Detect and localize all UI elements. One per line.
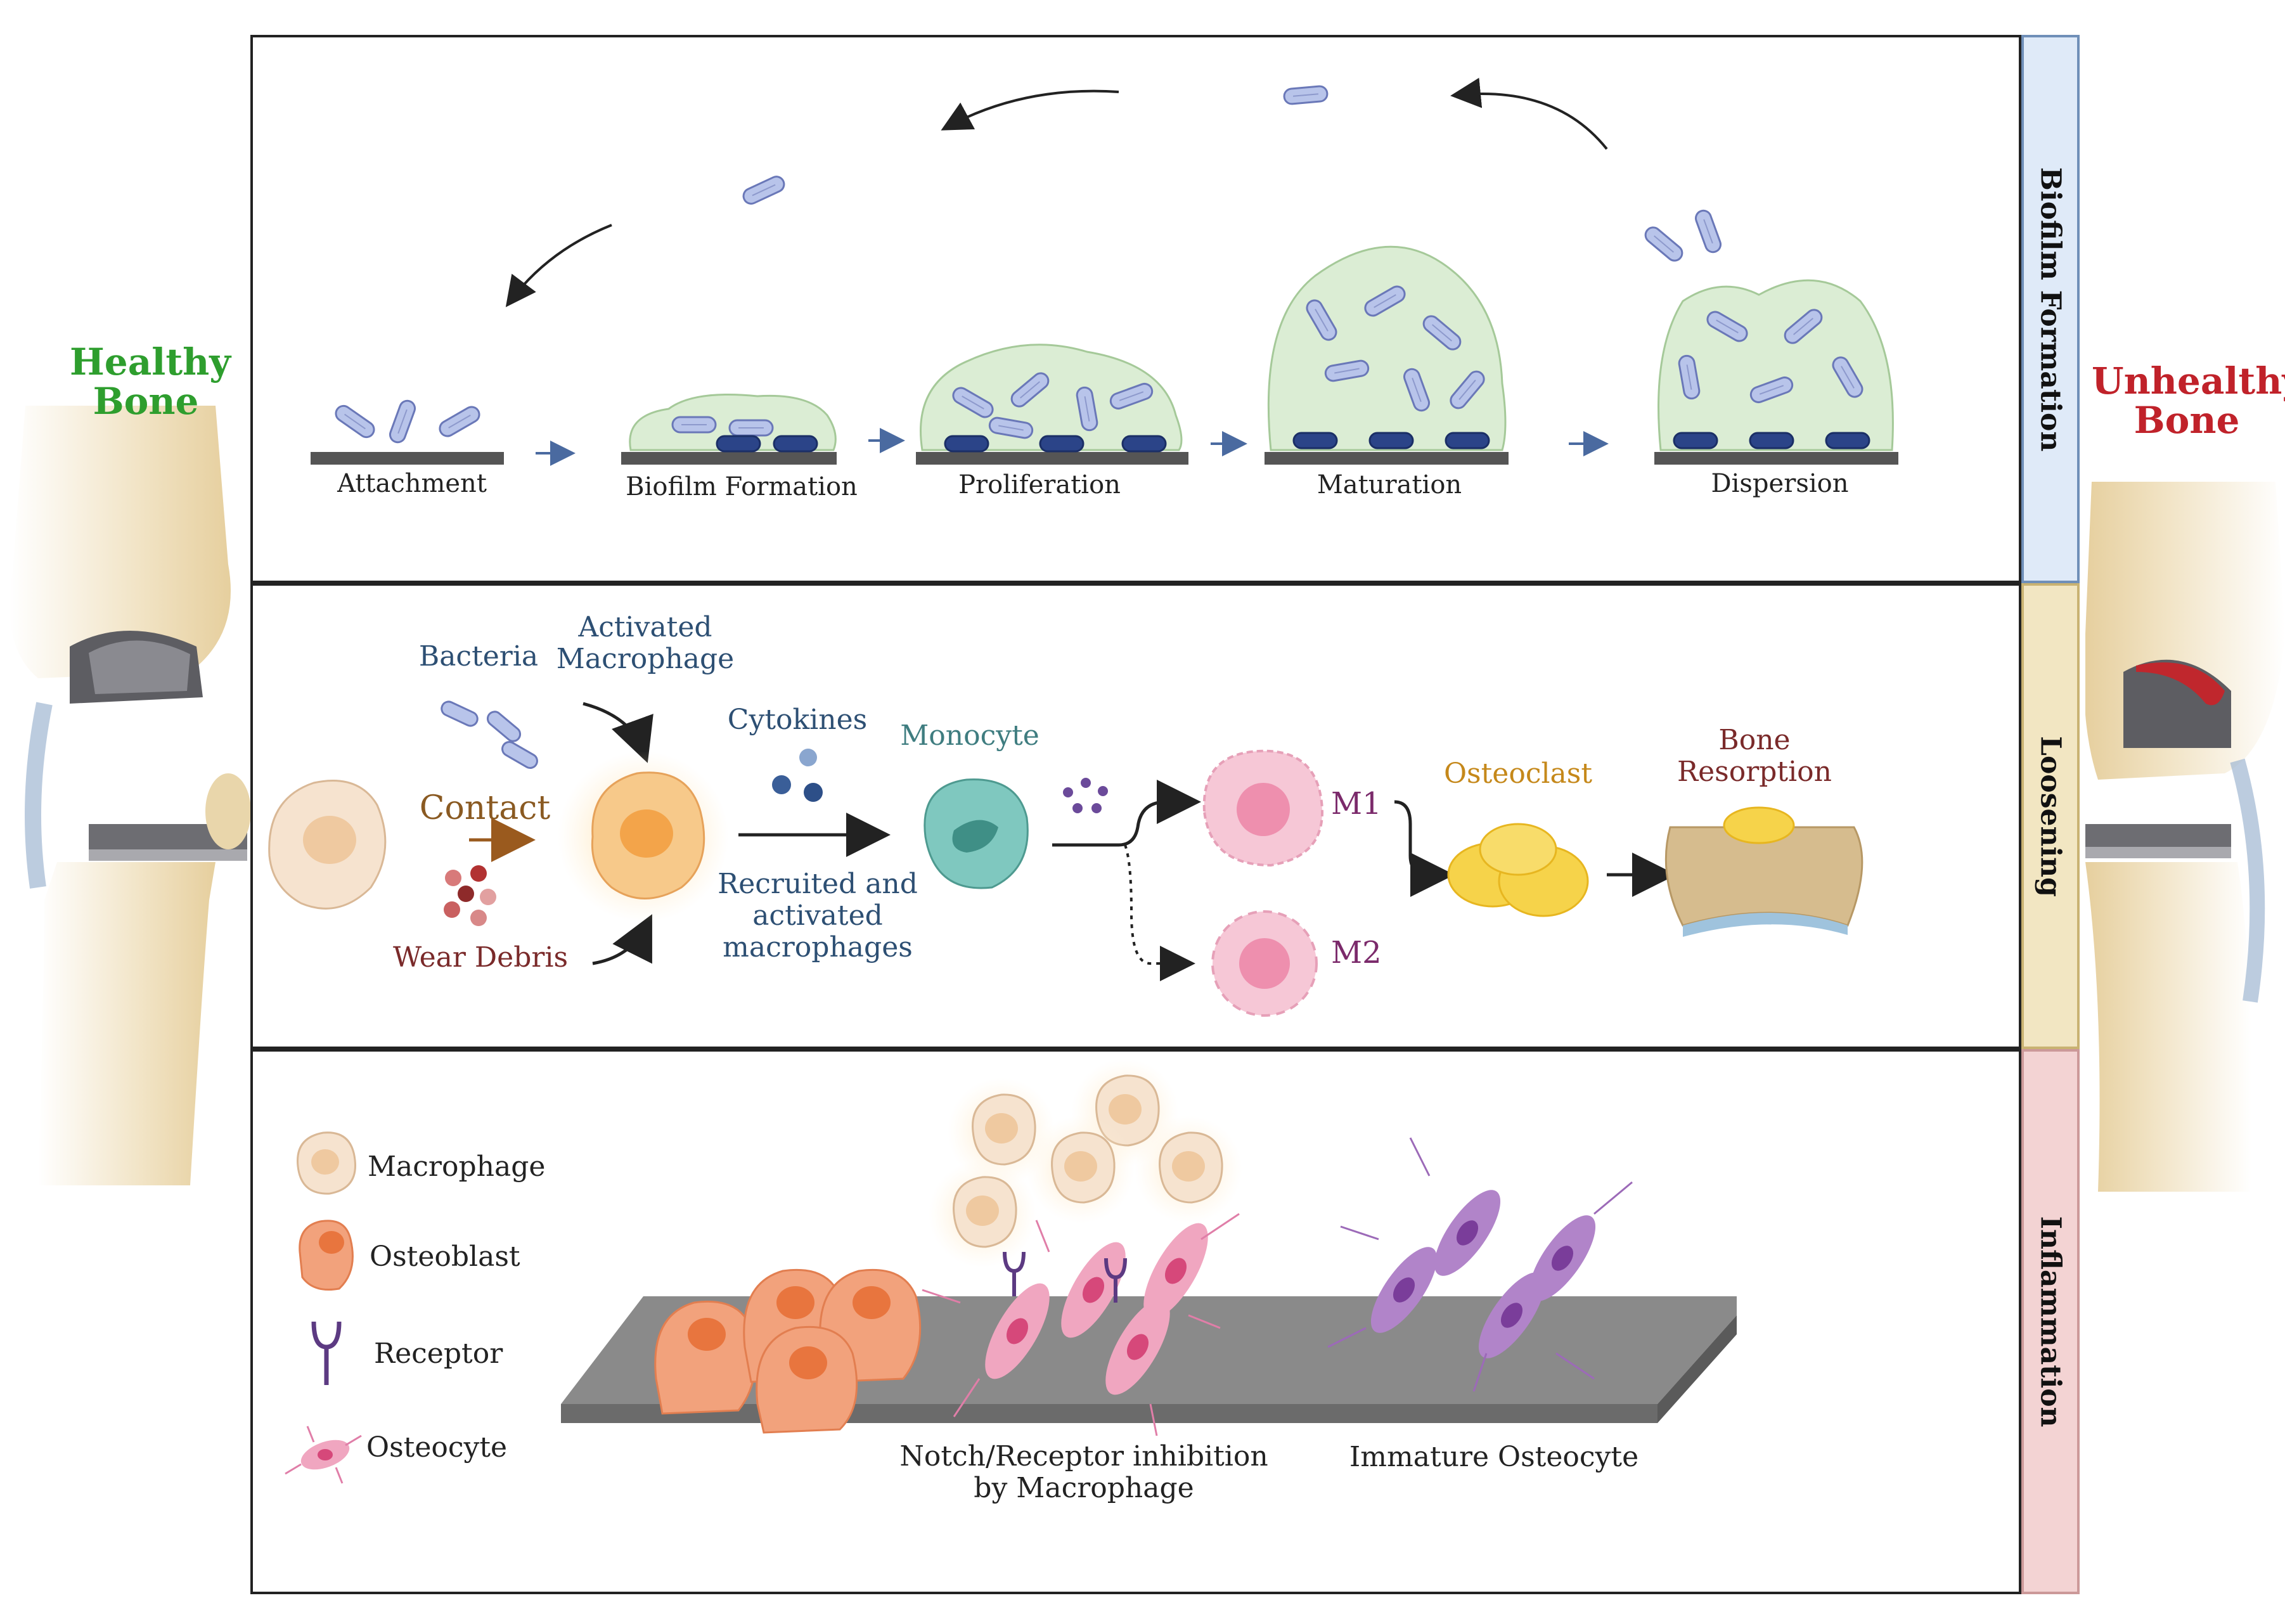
osteoclast-label: Osteoclast: [1443, 757, 1593, 790]
m2-label: M2: [1331, 935, 1382, 970]
biofilm-stages-illustration: [311, 77, 1898, 466]
bone-resorption-label: Bone Resorption: [1677, 725, 1832, 788]
tab-inflammation: Inflammation: [2021, 1049, 2080, 1594]
monocyte-label: Monocyte: [900, 719, 1040, 752]
contact-label: Contact: [419, 789, 551, 827]
immature-osteocyte-label: Immature Osteocyte: [1349, 1441, 1639, 1473]
activated-macrophage-line1: Activated: [578, 611, 712, 643]
m2-macrophage-icon: [1211, 910, 1318, 1017]
cytokines-icon: [772, 749, 823, 802]
legend-osteocyte-label: Osteocyte: [366, 1431, 508, 1464]
recruited-line2: activated: [752, 899, 883, 932]
recruited-line1: Recruited and: [718, 868, 918, 900]
healthy-bone-label: Healthy Bone: [70, 340, 231, 423]
tab-biofilm-formation-label: Biofilm Formation: [2034, 167, 2067, 451]
unhealthy-bone-label: Unhealthy Bone: [2092, 359, 2285, 442]
recruited-macrophages-label: Recruited and activated macrophages: [718, 868, 918, 963]
bone-resorption-line2: Resorption: [1677, 756, 1832, 788]
notch-inhibition-label: Notch/Receptor inhibition by Macrophage: [899, 1441, 1268, 1504]
dispersal-arrow-3: [505, 224, 612, 307]
loosening-panel: [250, 583, 2021, 1049]
stage-maturation: Maturation: [1316, 470, 1462, 499]
legend-osteoblast-label: Osteoblast: [370, 1241, 520, 1273]
m1-label: M1: [1331, 786, 1382, 822]
healthy-bone-line1: Healthy: [70, 340, 231, 383]
osteoclast-icon: [1447, 823, 1589, 917]
tab-inflammation-label: Inflammation: [2034, 1216, 2067, 1427]
tab-loosening: Loosening: [2021, 583, 2080, 1049]
dispersal-arrow-2: [941, 89, 1119, 131]
macrophage-icon: [297, 1131, 356, 1195]
osteocyte-icon: [285, 1426, 362, 1484]
osteoblast-icon: [299, 1220, 354, 1291]
notch-line1: Notch/Receptor inhibition: [899, 1440, 1268, 1473]
legend-macrophage-label: Macrophage: [368, 1150, 546, 1183]
recruited-line3: macrophages: [723, 931, 913, 963]
unhealthy-bone-line2: Bone: [2134, 399, 2240, 442]
immature-osteocyte-cluster: [1327, 1137, 1633, 1392]
wear-debris-icon: [444, 865, 496, 926]
notch-line2: by Macrophage: [974, 1472, 1194, 1504]
cytokine-dots-icon: [1063, 778, 1108, 813]
dispersal-arrow-1: [1450, 77, 1608, 150]
loosening-pathway-illustration: [268, 700, 1863, 1017]
activated-macrophage-label: Activated Macrophage: [557, 612, 734, 675]
osteoblast-cluster: [654, 1268, 922, 1434]
activated-macrophage-line2: Macrophage: [556, 643, 735, 675]
unhealthy-knee-illustration: [2085, 482, 2285, 1192]
stage-proliferation: Proliferation: [958, 470, 1121, 499]
cytokines-label: Cytokines: [727, 704, 868, 736]
stage-attachment: Attachment: [337, 469, 487, 498]
healthy-knee-illustration: [10, 406, 251, 1185]
inflammation-illustration: [285, 1059, 1737, 1484]
bone-resorption-line1: Bone: [1718, 724, 1791, 756]
stage-biofilm-formation: Biofilm Formation: [626, 472, 858, 501]
bacteria-label: Bacteria: [418, 640, 539, 673]
healthy-bone-line2: Bone: [93, 380, 199, 423]
stage-dispersion: Dispersion: [1711, 469, 1849, 498]
unhealthy-bone-line1: Unhealthy: [2092, 359, 2285, 403]
notch-inhibition-cluster: [922, 1059, 1242, 1436]
bone-resorption-icon: [1664, 806, 1863, 937]
wear-debris-label: Wear Debris: [392, 941, 569, 974]
tab-biofilm-formation: Biofilm Formation: [2021, 35, 2080, 583]
receptor-icon: [311, 1321, 342, 1385]
legend-receptor-label: Receptor: [374, 1337, 503, 1370]
tab-loosening-label: Loosening: [2034, 735, 2067, 897]
